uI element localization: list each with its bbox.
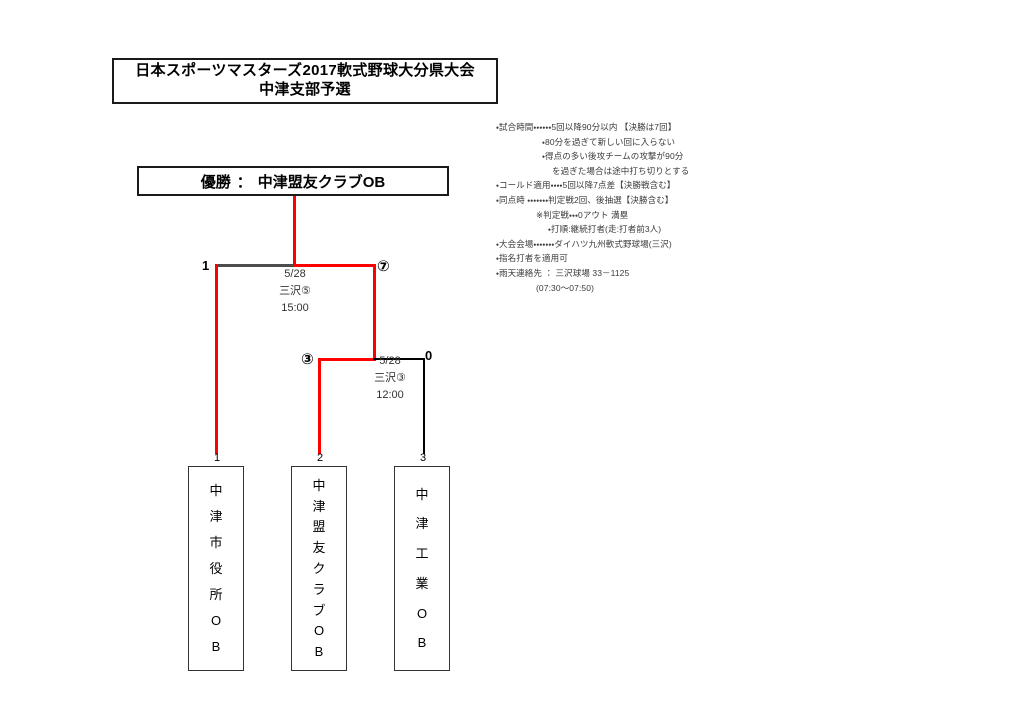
bracket-line-champion-stem	[293, 196, 296, 266]
rule-line-1: ・80分を過ぎて新しい回に入らない	[542, 136, 676, 147]
match-time-semifinal: 15:00	[281, 302, 309, 315]
team-1-char-0: 中	[209, 483, 223, 498]
team-3-char-1: 津	[415, 516, 429, 532]
match-venue-firstround: 三沢③	[374, 372, 406, 385]
match-venue-semifinal: 三沢⑤	[279, 285, 311, 298]
bracket-line-firstround-left-leg	[318, 358, 321, 454]
team-1-char-3: 役	[209, 561, 223, 576]
match-score-firstround-left: ③	[301, 351, 314, 368]
team-2-char-0: 中	[312, 477, 326, 493]
rule-line-5: ・同点時 ・・・・・・・判定戦2回、後抽選【決勝含む】	[496, 195, 674, 206]
rule-line-4: ・コールド適用・・・・5回以降7点差【決勝戦含む】	[496, 180, 676, 191]
match-time-firstround: 12:00	[376, 389, 404, 402]
match-date-firstround: 5/28	[379, 355, 401, 367]
team-2-char-6: ブ	[312, 602, 326, 618]
champion-box: 優勝 ： 中津盟友クラブOB	[137, 166, 449, 196]
team-2-char-4: ク	[312, 560, 326, 576]
rule-line-10: ・雨天連絡先 ： 三沢球場 33－1125	[496, 268, 630, 279]
match-score-semifinal-right: ⑦	[377, 258, 390, 275]
rule-line-9: ・指名打者を適用可	[496, 253, 568, 264]
bracket-line-semifinal-left-leg	[215, 264, 218, 454]
team-1-char-2: 市	[209, 535, 223, 550]
bracket-line-firstround-right-leg	[423, 358, 425, 454]
team-3-char-4: O	[416, 605, 428, 621]
rule-line-8: ・大会会場・・・・・・・ダイハツ九州軟式野球場(三沢)	[496, 238, 672, 249]
tournament-title-line-2: 中津支部予選	[259, 81, 351, 98]
match-date-semifinal: 5/28	[284, 268, 306, 280]
rule-line-11: (07:30～07:50)	[536, 282, 595, 293]
bracket-line-semifinal-right-leg	[373, 264, 376, 361]
bracket-line-firstround-bar-left	[318, 358, 376, 361]
rule-line-3: を過ぎた場合は途中打ち切りとする	[552, 165, 690, 176]
bracket-line-firstround-bar-right	[373, 358, 424, 360]
team-2-char-8: B	[314, 644, 324, 660]
team-1-char-1: 津	[209, 509, 223, 524]
team-2-char-2: 盟	[312, 519, 326, 535]
tournament-title-box: 日本スポーツマスターズ2017軟式野球大分県大会 中津支部予選	[112, 58, 498, 104]
team-box-2: 中 津 盟 友 ク ラ ブ O B	[291, 466, 347, 671]
team-box-1: 中 津 市 役 所 O B	[188, 466, 244, 671]
team-1-char-6: B	[211, 639, 221, 654]
team-3-char-2: 工	[415, 546, 429, 562]
tournament-title-line-1: 日本スポーツマスターズ2017軟式野球大分県大会	[135, 62, 475, 80]
bracket-line-semifinal-bar-left	[215, 264, 295, 267]
team-box-3: 中 津 工 業 O B	[394, 466, 450, 671]
team-2-char-3: 友	[312, 540, 326, 556]
team-seed-3: 3	[419, 452, 427, 464]
champion-separator: ：	[236, 173, 252, 191]
champion-team-name: 中津盟友クラブOB	[257, 173, 386, 191]
team-3-char-0: 中	[415, 486, 429, 502]
rule-line-6: ※判定戦・・・0アウト 満塁	[536, 209, 629, 220]
match-score-firstround-right: 0	[425, 348, 433, 363]
rule-line-0: ・試合時間・・・・・・5回以降90分以内 【決勝は7回】	[496, 122, 677, 132]
team-3-char-3: 業	[415, 575, 429, 591]
champion-label: 優勝	[200, 173, 231, 191]
team-2-char-1: 津	[312, 498, 326, 514]
match-info-firstround: 5/28 三沢③ 12:00	[335, 353, 445, 404]
rule-line-2: ・得点の多い後攻チームの攻撃が90分	[542, 151, 684, 162]
team-3-char-5: B	[417, 635, 427, 651]
team-1-char-4: 所	[209, 587, 223, 602]
team-2-char-5: ラ	[312, 581, 326, 597]
bracket-line-semifinal-bar-right	[293, 264, 376, 267]
tournament-rules-panel: ・試合時間・・・・・・5回以降90分以内 【決勝は7回】 ・80分を過ぎて新しい…	[496, 120, 756, 295]
team-seed-2: 2	[316, 452, 324, 464]
team-seed-1: 1	[213, 452, 221, 464]
match-score-semifinal-left: 1	[202, 258, 210, 273]
team-2-char-7: O	[313, 623, 325, 639]
team-1-char-5: O	[210, 613, 222, 628]
match-info-semifinal: 5/28 三沢⑤ 15:00	[240, 266, 350, 317]
rule-line-7: ・打順:継続打者(走:打者前3人)	[548, 224, 662, 235]
